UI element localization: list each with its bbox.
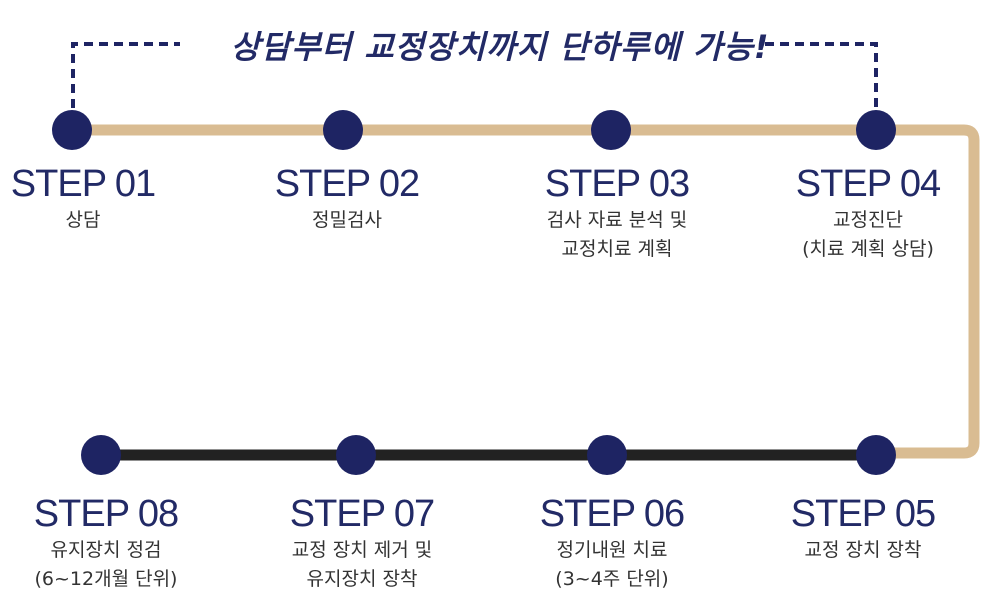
step-08: STEP 08 유지장치 정검 (6~12개월 단위)	[0, 492, 236, 594]
step-05-desc: 교정 장치 장착	[804, 539, 922, 561]
step-03-node	[591, 110, 631, 150]
step-07-title: STEP 07	[289, 493, 435, 535]
step-02-desc: 정밀검사	[312, 209, 382, 231]
step-01-desc: 상담	[65, 209, 101, 231]
step-02: STEP 02 정밀검사	[217, 162, 477, 235]
step-05: STEP 05 교정 장치 장착	[733, 492, 993, 565]
step-06-title: STEP 06	[539, 493, 685, 535]
step-03-desc: 검사 자료 분석 및 교정치료 계획	[546, 209, 688, 260]
step-02-node	[323, 110, 363, 150]
step-01-title: STEP 01	[10, 163, 156, 205]
step-08-desc: 유지장치 정검 (6~12개월 단위)	[34, 539, 178, 590]
step-02-title: STEP 02	[274, 163, 420, 205]
step-07-node	[336, 435, 376, 475]
step-08-title: STEP 08	[33, 493, 179, 535]
step-01-node	[52, 110, 92, 150]
step-04-title: STEP 04	[795, 163, 941, 205]
step-03: STEP 03 검사 자료 분석 및 교정치료 계획	[487, 162, 747, 264]
dashed-bracket	[71, 42, 878, 108]
step-05-node	[856, 435, 896, 475]
step-07: STEP 07 교정 장치 제거 및 유지장치 장착	[232, 492, 492, 594]
step-06-desc: 정기내원 치료 (3~4주 단위)	[555, 539, 669, 590]
step-07-desc: 교정 장치 제거 및 유지장치 장착	[291, 539, 433, 590]
step-04: STEP 04 교정진단 (치료 계획 상담)	[738, 162, 998, 264]
step-03-title: STEP 03	[544, 163, 690, 205]
step-05-title: STEP 05	[790, 493, 936, 535]
step-06-node	[587, 435, 627, 475]
top-connector-line	[72, 124, 980, 459]
step-08-node	[81, 435, 121, 475]
step-04-desc: 교정진단 (치료 계획 상담)	[802, 209, 934, 260]
step-04-node	[856, 110, 896, 150]
banner-text: 상담부터 교정장치까지 단하루에 가능!	[230, 28, 770, 66]
step-06: STEP 06 정기내원 치료 (3~4주 단위)	[482, 492, 742, 594]
step-01: STEP 01 상담	[0, 162, 213, 235]
